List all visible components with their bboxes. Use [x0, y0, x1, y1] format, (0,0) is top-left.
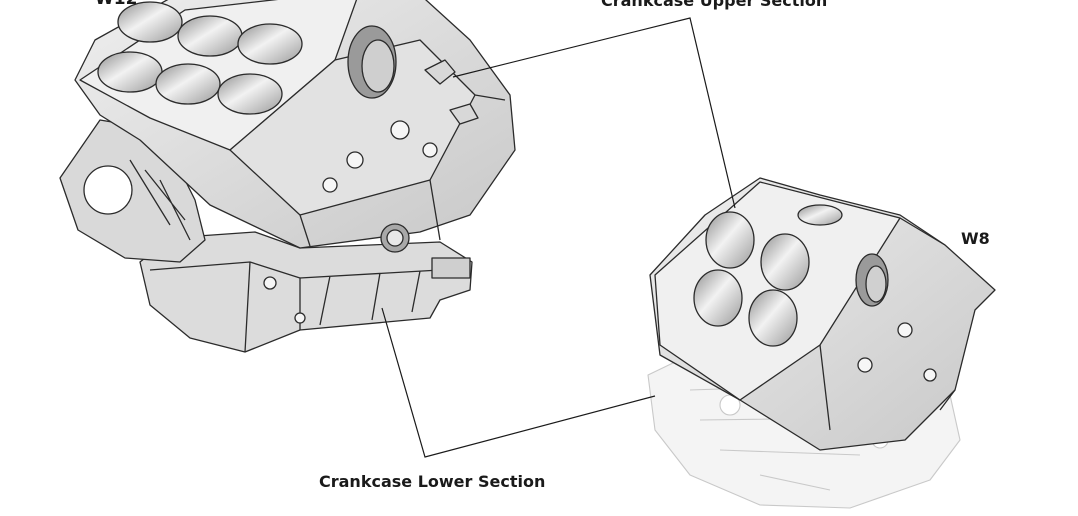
crankcase-lower-section-label: Crankcase Lower Section	[319, 472, 546, 491]
w12-label: W12	[95, 0, 137, 9]
w12-crankcase-upper-section	[74, 0, 516, 253]
callout-lines	[381, 17, 736, 458]
w8-engine-block	[647, 177, 996, 509]
w8-label: W8	[961, 229, 990, 248]
crankcase-upper-section-label: Crankcase Upper Section	[601, 0, 828, 10]
w8-crankcase-upper-section	[649, 177, 996, 451]
lower-section-callout-line	[381, 307, 656, 458]
w8-cylinder-bores	[693, 204, 843, 347]
upper-section-callout-line	[452, 17, 736, 209]
w12-engine-block	[59, 0, 516, 353]
w12-cylinder-bores	[97, 1, 303, 115]
